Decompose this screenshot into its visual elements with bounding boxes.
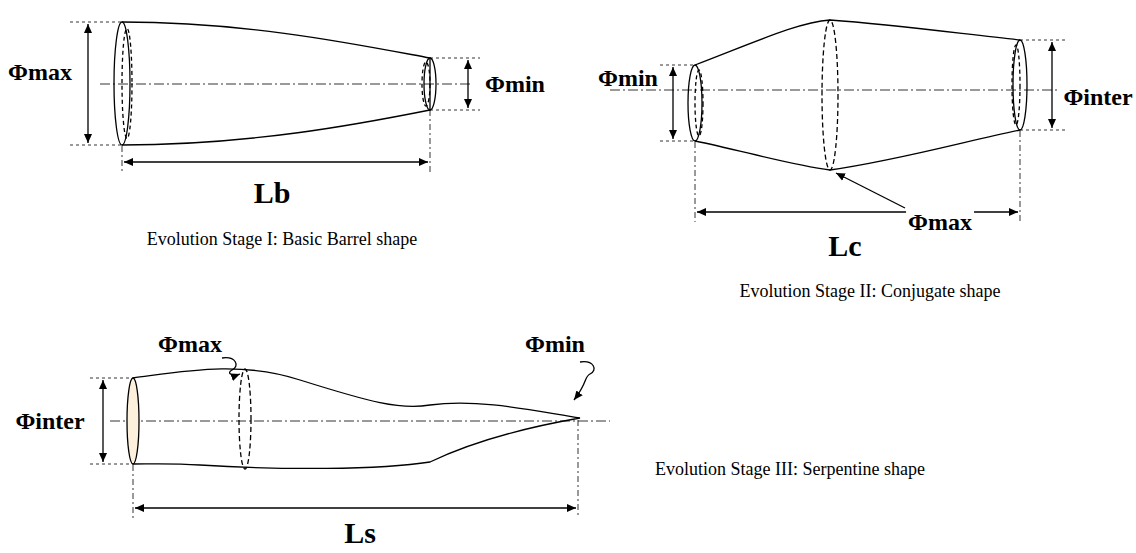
length-label: Ls	[344, 516, 376, 549]
stage-caption: Evolution Stage I: Basic Barrel shape	[147, 230, 417, 250]
diameter-label: Φmin	[598, 65, 658, 91]
diameter-label: Φmin	[525, 331, 585, 357]
diameter-label: Φmin	[485, 71, 545, 97]
diameter-label: Φmax	[158, 331, 222, 357]
stage-caption: Evolution Stage III: Serpentine shape	[655, 460, 925, 480]
length-label: Lb	[254, 176, 291, 209]
diameter-label: Φinter	[15, 408, 84, 434]
diameter-label: Φmax	[906, 209, 974, 235]
length-label: Lc	[828, 229, 861, 262]
diameter-label: Φinter	[1063, 84, 1132, 110]
stage-caption: Evolution Stage II: Conjugate shape	[740, 282, 1001, 302]
diameter-label: Φmax	[8, 59, 72, 85]
